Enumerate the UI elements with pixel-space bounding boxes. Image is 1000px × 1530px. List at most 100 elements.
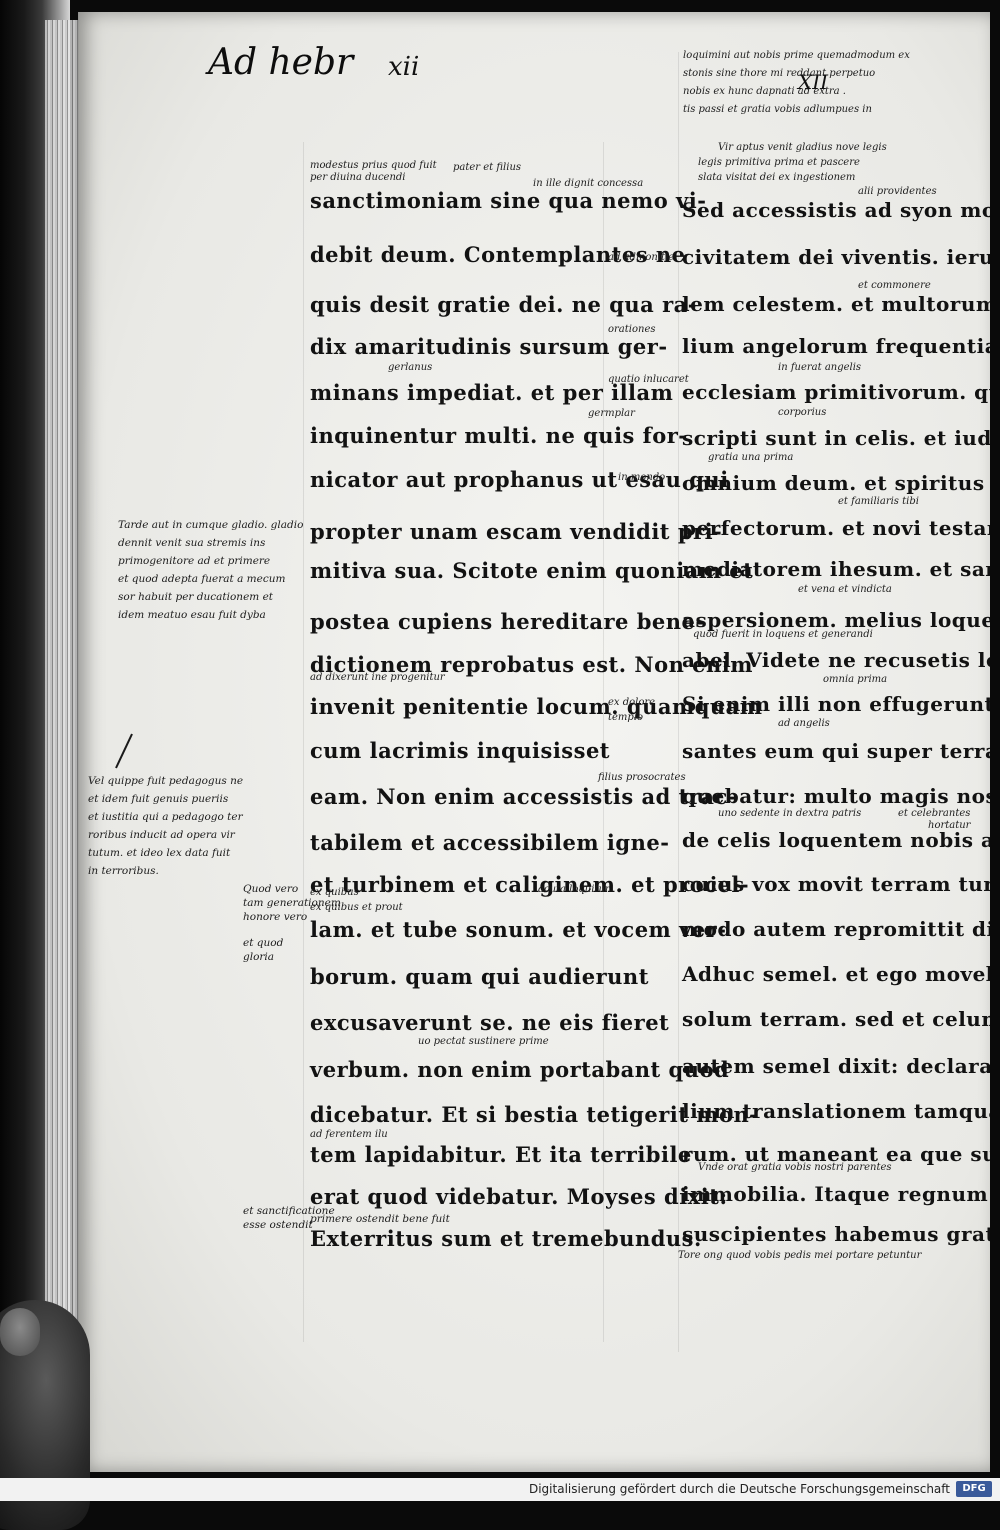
gloss-line: legis primitiva prima et pascere	[698, 157, 860, 168]
text-line: eam. Non enim accessistis ad trac-	[310, 784, 738, 809]
text-line: Adhuc semel. et ego movebo non	[682, 962, 990, 986]
text-line: ecclesiam primitivorum. qui con-	[682, 380, 990, 404]
gloss-line: quod fuerit in loquens et generandi	[693, 629, 873, 640]
note-line: et quod	[243, 937, 284, 949]
note-line: esse ostendit	[243, 1219, 313, 1231]
text-line: quebatur: multo magis nos qui	[682, 784, 990, 808]
text-line: verbum. non enim portabant quod	[310, 1057, 730, 1082]
gloss-line: Vnde orat gratia vobis nostri parentes	[698, 1162, 892, 1173]
gloss-line: ex quibus	[310, 887, 359, 898]
gloss-line: germplar	[588, 408, 635, 419]
gloss-line: alii providentes	[858, 186, 937, 197]
note-line: et quod adepta fuerat a mecum	[118, 573, 286, 585]
gloss-line: gerlanus	[388, 362, 433, 373]
gloss-line: et familiaris tibi	[838, 496, 919, 507]
note-line: in terroribus.	[88, 865, 159, 877]
margin-bracket-mark	[115, 733, 133, 769]
note-line: sor habuit per ducationem et	[118, 591, 274, 603]
gloss-line: et celebrantes	[898, 808, 971, 819]
text-line: lem celestem. et multorum mi-	[682, 292, 990, 316]
note-line: tutum. et ideo lex data fuit	[88, 847, 231, 859]
text-line: tabilem et accessibilem igne-	[310, 830, 670, 855]
text-line: dicebatur. Et si bestia tetigerit mon-	[310, 1102, 759, 1127]
text-line: nicator aut prophanus ut esau qui	[310, 467, 729, 492]
text-line: suscipientes habemus gratiam	[682, 1222, 990, 1246]
text-line: minans impediat. et per illam	[310, 380, 674, 405]
text-line: cum lacrimis inquisisset	[310, 738, 611, 763]
text-line: et turbinem et caliginem. et procel-	[310, 872, 750, 897]
text-line: borum. quam qui audierunt	[310, 964, 649, 989]
text-line: de celis loquentem nobis avertimus.	[682, 828, 990, 852]
gloss-line: tis passi et gratia vobis adlumpues in	[683, 104, 872, 115]
text-line: lium translationem tamquam facto-	[682, 1099, 990, 1123]
text-line: scripti sunt in celis. et iudicem	[682, 426, 990, 450]
gloss-line: acuta loquitur	[538, 884, 610, 895]
text-line: quis desit gratie dei. ne qua ra-	[310, 292, 697, 317]
note-line: et iustitia qui a pedagogo ter	[88, 811, 243, 823]
gloss-line: uno sedente in dextra patris	[718, 808, 862, 819]
text-line: mitiva sua. Scitote enim quoniam et	[310, 558, 754, 583]
gloss-line: in mondo	[618, 472, 666, 483]
text-line: invenit penitentie locum. quamquam	[310, 694, 763, 719]
gloss-line: ad dixerunt ine progenitur	[310, 672, 445, 683]
footer-bar: Digitalisierung gefördert durch die Deut…	[0, 1478, 1000, 1501]
gloss-line: loquimini aut nobis prime quemadmodum ex	[683, 50, 910, 61]
top-right-folio: XII	[798, 70, 829, 94]
gloss-line: omnia prima	[823, 674, 888, 685]
text-line: abel. Videte ne recusetis loquentem.	[682, 648, 990, 672]
gloss-line: et vena et vindicta	[798, 584, 892, 595]
gloss-line: ex dolore	[608, 697, 656, 708]
gloss-line: modestus prius quod fuit	[310, 160, 437, 171]
text-line: Sed accessistis ad syon montem et	[682, 198, 990, 222]
gloss-line: quatio inlucaret	[608, 374, 689, 385]
text-line: erat quod videbatur. Moyses dixit:	[310, 1184, 728, 1209]
text-line: sanctimoniam sine qua nemo vi-	[310, 188, 707, 213]
gloss-line: et commonere	[858, 280, 931, 291]
note-line: et idem fuit genuis pueriis	[88, 793, 229, 805]
text-line: inquinentur multi. ne quis for-	[310, 423, 688, 448]
note-line: idem meatuo esau fuit dyba	[118, 609, 266, 621]
text-line: postea cupiens hereditare bene-	[310, 609, 705, 634]
gloss-line: per diuina ducendi	[310, 172, 406, 183]
gloss-line: uo pectat sustinere prime	[418, 1036, 549, 1047]
text-line: perfectorum. et novi testamenti	[682, 516, 990, 540]
gloss-line: ad admonitie	[608, 252, 675, 263]
text-line: solum terram. sed et celum. Quod	[682, 1007, 990, 1031]
text-line: dix amaritudinis sursum ger-	[310, 334, 668, 359]
gloss-line: in ille dignit concessa	[533, 178, 644, 189]
text-line: aspersionem. melius loquentem quam	[682, 608, 990, 632]
note-line: Quod vero	[243, 883, 299, 895]
text-line: dictionem reprobatus est. Non enim	[310, 652, 753, 677]
note-line: et sanctificatione	[243, 1205, 335, 1217]
note-line: primogenitore ad et primere	[118, 555, 271, 567]
note-line: Tarde aut in cumque gladio. gladio	[118, 519, 304, 531]
footer-credit: Digitalisierung gefördert durch die Deut…	[528, 1482, 950, 1496]
note-line: honore vero	[243, 911, 308, 923]
text-line: civitatem dei viventis. ierusa-	[682, 245, 990, 269]
folio-number: xii	[388, 52, 420, 82]
note-line: gloria	[243, 951, 275, 963]
text-line: excusaverunt se. ne eis fieret	[310, 1010, 670, 1035]
gloss-line: in fuerat angelis	[778, 362, 862, 373]
text-line: propter unam escam vendidit pri-	[310, 519, 723, 544]
gloss-line: corporius	[778, 407, 827, 418]
text-line: modo autem repromittit dicens.	[682, 917, 990, 941]
dfg-logo: DFG	[956, 1481, 992, 1497]
text-line: lium angelorum frequentiam. et	[682, 334, 990, 358]
gloss-line: Vir aptus venit gladius nove legis	[718, 142, 887, 153]
manuscript-page: Ad hebr xii loquimini aut nobis prime qu…	[78, 12, 990, 1472]
gloss-line: hortatur	[928, 820, 971, 831]
gloss-line: ex quibus et prout	[310, 902, 403, 913]
note-line: roribus inducit ad opera vir	[88, 829, 235, 841]
text-line: debit deum. Contemplantes ne	[310, 242, 686, 267]
gloss-line: pater et filius	[453, 162, 522, 173]
text-line: Exterritus sum et tremebundus.	[310, 1226, 702, 1251]
thumb-nail	[0, 1308, 40, 1356]
note-line: tam generationem	[243, 897, 341, 909]
gloss-line: stonis sine thore mi reddant perpetuo	[683, 68, 876, 79]
gloss-line: nobis ex hunc dapnati ad extra .	[683, 86, 846, 97]
running-title: Ad hebr	[208, 42, 354, 83]
note-line: primere ostendit bene fuit	[310, 1213, 450, 1225]
text-line: Si enim illi non effugerunt recu-	[682, 692, 990, 716]
gloss-line: ad angelis	[778, 718, 830, 729]
